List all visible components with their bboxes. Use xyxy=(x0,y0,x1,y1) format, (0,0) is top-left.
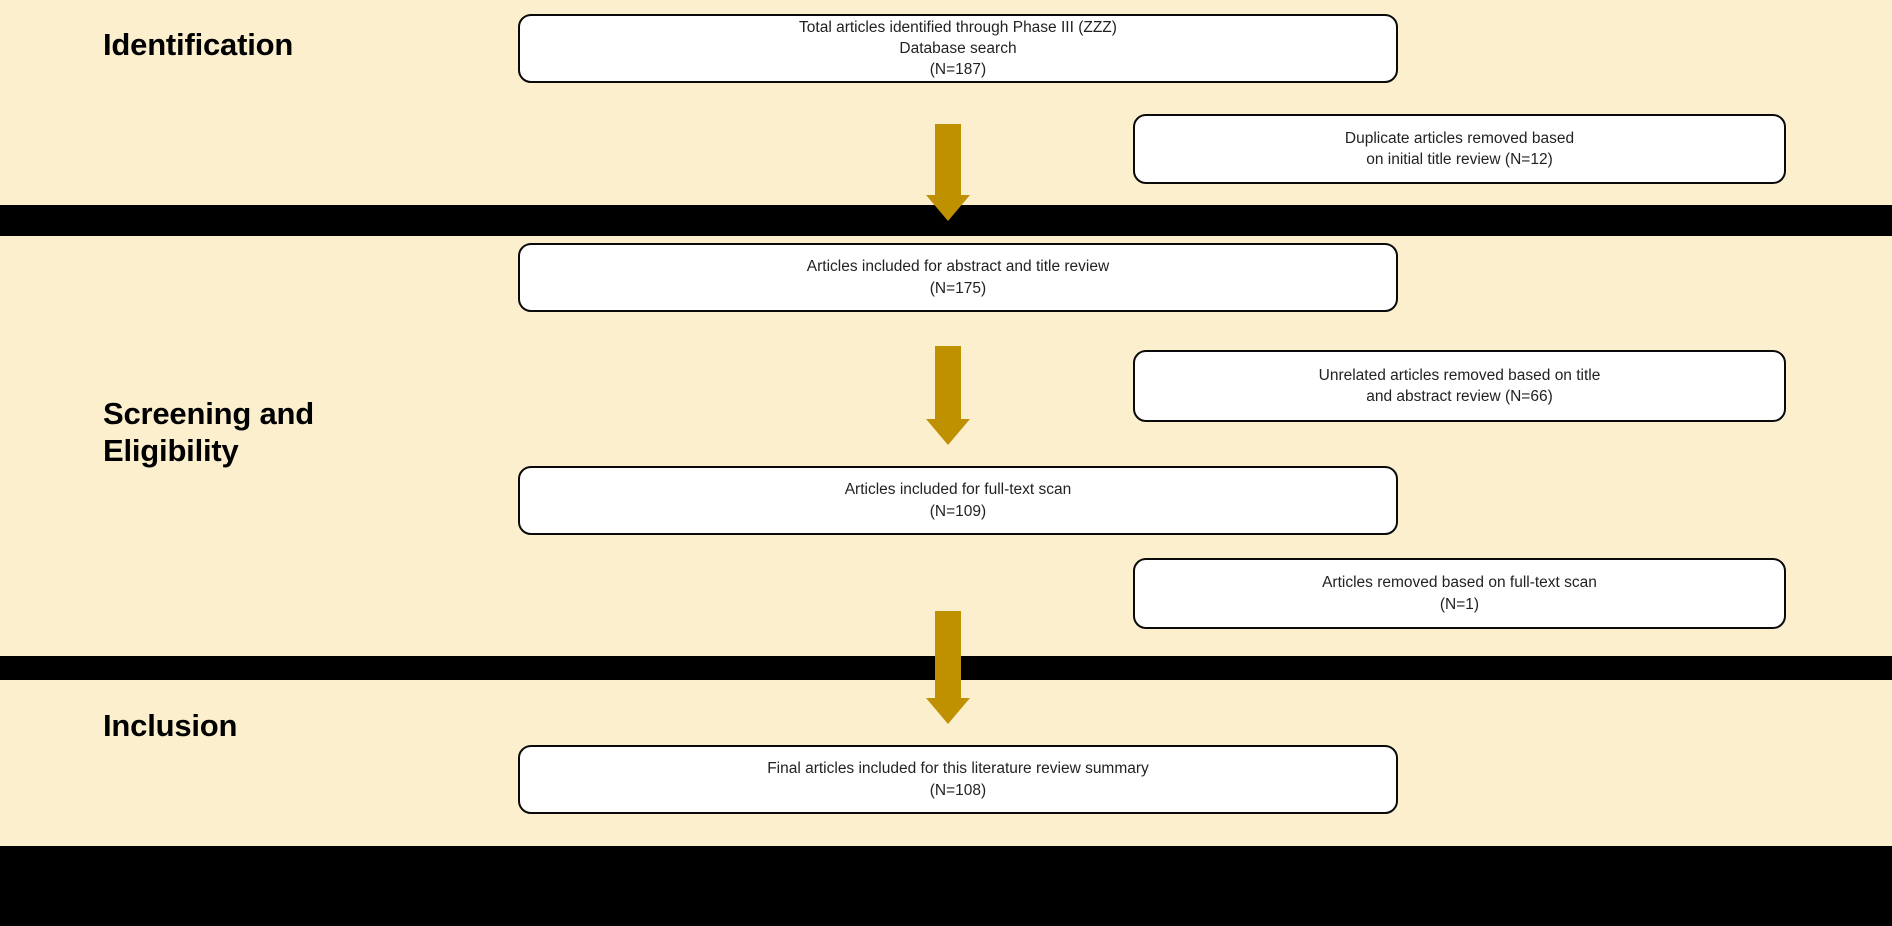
arrow-head xyxy=(926,195,970,221)
bottom-black-band xyxy=(0,846,1892,926)
exclusion-box-text: Articles removed based on full-text scan… xyxy=(1322,574,1597,613)
exclusion-box-duplicates-removed: Duplicate articles removed based on init… xyxy=(1133,114,1786,184)
down-arrow-icon-fulltext-to-inclusion xyxy=(926,611,970,724)
exclusion-box-text: Unrelated articles removed based on titl… xyxy=(1318,366,1601,405)
flow-box-full-text-scan: Articles included for full-text scan (N=… xyxy=(518,466,1398,535)
arrow-shaft xyxy=(935,346,961,419)
stage-label-identification: Identification xyxy=(103,27,294,62)
stage-label-screening-and-eligibility: Screening and Eligibility xyxy=(103,396,315,468)
flow-box-abstract-and-title-review: Articles included for abstract and title… xyxy=(518,243,1398,312)
arrow-shaft xyxy=(935,611,961,698)
flow-box-text: Articles included for full-text scan (N=… xyxy=(844,481,1072,520)
flow-box-text: Final articles included for this literat… xyxy=(767,760,1149,799)
exclusion-box-full-text-removed: Articles removed based on full-text scan… xyxy=(1133,558,1786,629)
stage-label-inclusion: Inclusion xyxy=(103,708,238,743)
exclusion-box-unrelated-removed: Unrelated articles removed based on titl… xyxy=(1133,350,1786,422)
down-arrow-icon-screening-to-fulltext xyxy=(926,346,970,445)
flow-box-articles-identified: Total articles identified through Phase … xyxy=(518,14,1398,83)
exclusion-box-text: Duplicate articles removed based on init… xyxy=(1344,129,1575,168)
down-arrow-icon-identification-to-screening xyxy=(926,124,970,221)
arrow-head xyxy=(926,698,970,724)
arrow-shaft xyxy=(935,124,961,195)
flow-box-text: Articles included for abstract and title… xyxy=(806,258,1110,297)
flow-box-final-included: Final articles included for this literat… xyxy=(518,745,1398,814)
arrow-head xyxy=(926,419,970,445)
flow-box-text: Total articles identified through Phase … xyxy=(799,18,1117,79)
